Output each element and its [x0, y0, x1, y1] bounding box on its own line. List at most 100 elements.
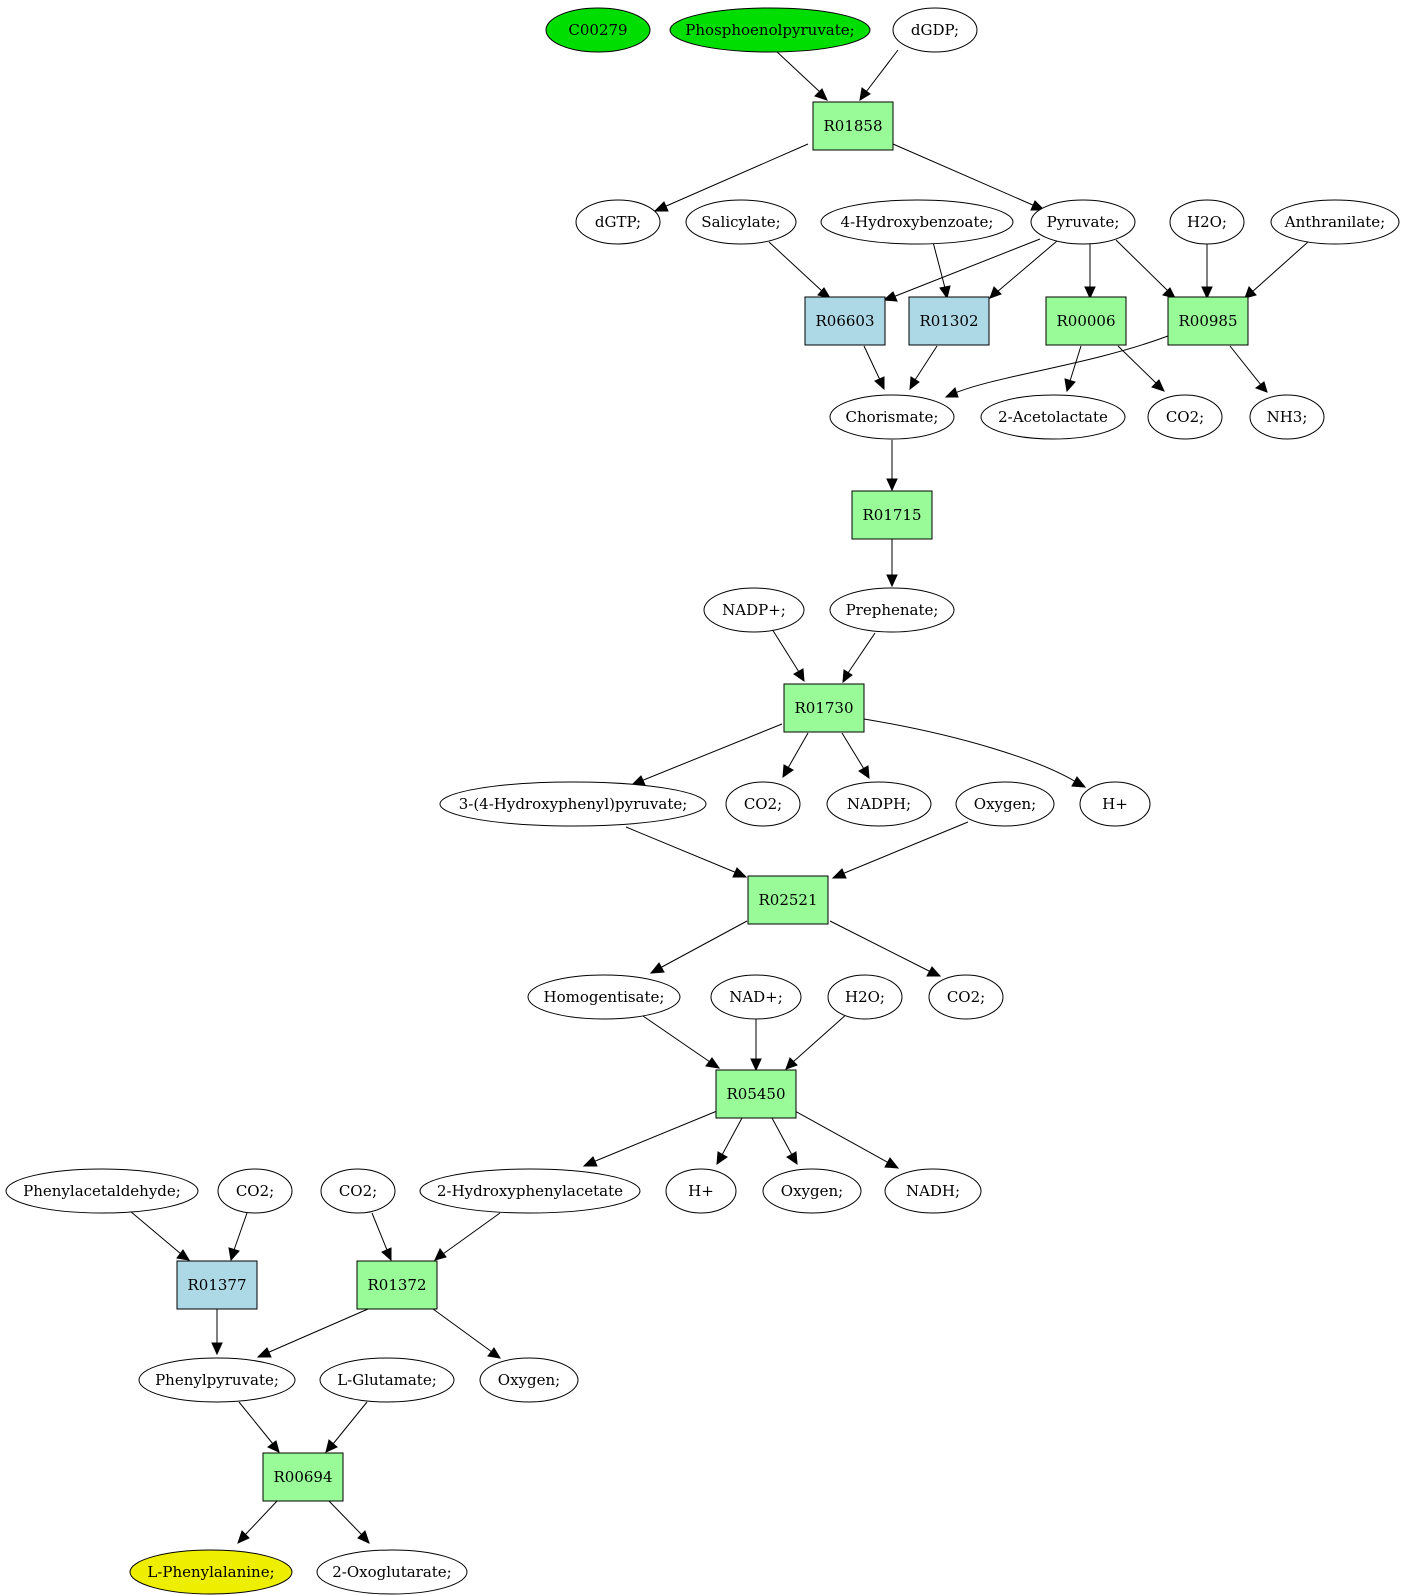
arrowhead-icon — [882, 291, 898, 302]
edge-r00985-to-nh3 — [1229, 345, 1262, 386]
compound-shape — [527, 974, 681, 1020]
reaction-node-r06603[interactable]: R06603 — [804, 296, 886, 346]
reaction-node-r00006[interactable]: R00006 — [1045, 296, 1127, 346]
reaction-node-r01372[interactable]: R01372 — [356, 1260, 438, 1310]
compound-node-hplus[interactable]: H+ — [665, 1168, 737, 1214]
reaction-shape — [851, 490, 933, 540]
compound-label: 2-Acetolactate — [998, 408, 1108, 426]
compound-node-nadh[interactable]: NADH; — [884, 1168, 982, 1214]
compound-node-co2[interactable]: CO2; — [928, 974, 1004, 1020]
compound-shape — [319, 1357, 455, 1403]
compound-shape — [725, 781, 801, 827]
compound-node-nadph[interactable]: NADPH; — [826, 781, 932, 827]
edge-homogentisate-to-r05450 — [642, 1015, 711, 1063]
compound-node-phenylalanine[interactable]: L-Phenylalanine; — [129, 1549, 293, 1595]
edge-oxygen-to-r02521 — [841, 821, 969, 875]
compound-node-prephenate[interactable]: Prephenate; — [829, 587, 955, 633]
compound-node-nad[interactable]: NAD+; — [710, 974, 802, 1020]
compound-node-c00279[interactable]: C00279 — [545, 7, 651, 53]
compound-shape — [710, 974, 802, 1020]
reaction-node-r05450[interactable]: R05450 — [715, 1069, 797, 1119]
edge-r01730-to-hplus — [863, 718, 1077, 783]
reaction-node-r01858[interactable]: R01858 — [812, 101, 894, 151]
nodes-layer: C00279 Phosphoenolpyruvate; dGDP; R01858… — [5, 7, 1400, 1595]
arrowhead-icon — [211, 1342, 223, 1356]
reaction-node-r01715[interactable]: R01715 — [851, 490, 933, 540]
compound-shape — [1249, 394, 1325, 440]
reaction-label: R05450 — [726, 1085, 785, 1103]
compound-node-nh3[interactable]: NH3; — [1249, 394, 1325, 440]
reaction-node-r01302[interactable]: R01302 — [908, 296, 990, 346]
compound-shape — [129, 1549, 293, 1595]
reaction-label: R01372 — [367, 1276, 426, 1294]
edge-hydroxyphenylacetate-to-r01372 — [442, 1212, 501, 1255]
compound-node-dgdp[interactable]: dGDP; — [892, 7, 978, 53]
arrowhead-icon — [705, 1057, 721, 1069]
reaction-node-r00985[interactable]: R00985 — [1167, 296, 1249, 346]
edge-pyruvate-to-r01302 — [996, 240, 1058, 293]
compound-shape — [545, 7, 651, 53]
compound-node-nadp[interactable]: NADP+; — [703, 587, 805, 633]
edge-r01858-to-pyruvate — [892, 143, 1036, 207]
arrowhead-icon — [884, 1157, 900, 1169]
arrowhead-icon — [228, 1247, 240, 1262]
arrowhead-icon — [1244, 286, 1257, 299]
edge-dgdp-to-r01858 — [865, 49, 899, 93]
compound-node-phenylpyruvate[interactable]: Phenylpyruvate; — [138, 1357, 296, 1403]
compound-node-anthranilate[interactable]: Anthranilate; — [1270, 199, 1400, 245]
compound-node-hydroxybenzoate[interactable]: 4-Hydroxybenzoate; — [820, 199, 1014, 245]
compound-label: dGTP; — [595, 213, 641, 231]
compound-node-homogentisate[interactable]: Homogentisate; — [527, 974, 681, 1020]
arrowhead-icon — [944, 387, 959, 398]
edge-co2-to-r01372 — [371, 1212, 388, 1251]
compound-node-oxygen[interactable]: Oxygen; — [955, 781, 1055, 827]
arrowhead-icon — [1151, 379, 1165, 392]
compound-label: Oxygen; — [498, 1371, 560, 1389]
reaction-node-r00694[interactable]: R00694 — [262, 1452, 344, 1502]
compound-label: 2-Hydroxyphenylacetate — [437, 1182, 623, 1200]
arrowhead-icon — [434, 1248, 447, 1261]
compound-node-glutamate[interactable]: L-Glutamate; — [319, 1357, 455, 1403]
arrowhead-icon — [630, 775, 646, 786]
compound-node-dgtp[interactable]: dGTP; — [575, 199, 661, 245]
compound-node-hydroxyphenylpyruvate[interactable]: 3-(4-Hydroxyphenyl)pyruvate; — [439, 781, 707, 827]
compound-node-oxoglutarate[interactable]: 2-Oxoglutarate; — [316, 1549, 468, 1595]
compound-node-oxygen[interactable]: Oxygen; — [762, 1168, 862, 1214]
reaction-node-r01377[interactable]: R01377 — [176, 1260, 258, 1310]
compound-node-phosphoenolpyruvate[interactable]: Phosphoenolpyruvate; — [669, 7, 871, 53]
compound-label: L-Phenylalanine; — [147, 1563, 274, 1581]
compound-node-co2[interactable]: CO2; — [1147, 394, 1223, 440]
compound-node-phenylacetaldehyde[interactable]: Phenylacetaldehyde; — [5, 1168, 199, 1214]
compound-node-co2[interactable]: CO2; — [320, 1168, 396, 1214]
compound-node-co2[interactable]: CO2; — [725, 781, 801, 827]
compound-node-hydroxyphenylacetate[interactable]: 2-Hydroxyphenylacetate — [419, 1168, 641, 1214]
compound-label: dGDP; — [911, 21, 959, 39]
compound-node-h2o[interactable]: H2O; — [827, 974, 903, 1020]
arrowhead-icon — [1071, 776, 1087, 788]
compound-label: H2O; — [1187, 213, 1227, 231]
compound-label: NADH; — [906, 1182, 960, 1200]
compound-node-co2[interactable]: CO2; — [217, 1168, 293, 1214]
compound-node-salicylate[interactable]: Salicylate; — [685, 199, 797, 245]
arrowhead-icon — [874, 376, 885, 391]
compound-node-acetolactate[interactable]: 2-Acetolactate — [980, 394, 1126, 440]
compound-node-chorismate[interactable]: Chorismate; — [829, 394, 955, 440]
edge-pyruvate-to-r06603 — [892, 238, 1041, 298]
compound-node-hplus[interactable]: H+ — [1079, 781, 1151, 827]
compound-label: Homogentisate; — [544, 988, 665, 1006]
arrowhead-icon — [176, 1249, 190, 1261]
compound-shape — [419, 1168, 641, 1214]
compound-shape — [1169, 199, 1245, 245]
arrowhead-icon — [1084, 286, 1096, 300]
compound-node-oxygen[interactable]: Oxygen; — [479, 1357, 579, 1403]
edge-r00985-to-chorismate — [954, 335, 1169, 394]
arrowhead-icon — [750, 1058, 762, 1072]
compound-node-h2o[interactable]: H2O; — [1169, 199, 1245, 245]
reaction-node-r02521[interactable]: R02521 — [747, 875, 829, 925]
arrowhead-icon — [1201, 286, 1213, 300]
compound-label: L-Glutamate; — [337, 1371, 437, 1389]
compound-node-pyruvate[interactable]: Pyruvate; — [1030, 199, 1136, 245]
compound-shape — [1147, 394, 1223, 440]
reaction-node-r01730[interactable]: R01730 — [783, 683, 865, 733]
reaction-shape — [1045, 296, 1127, 346]
